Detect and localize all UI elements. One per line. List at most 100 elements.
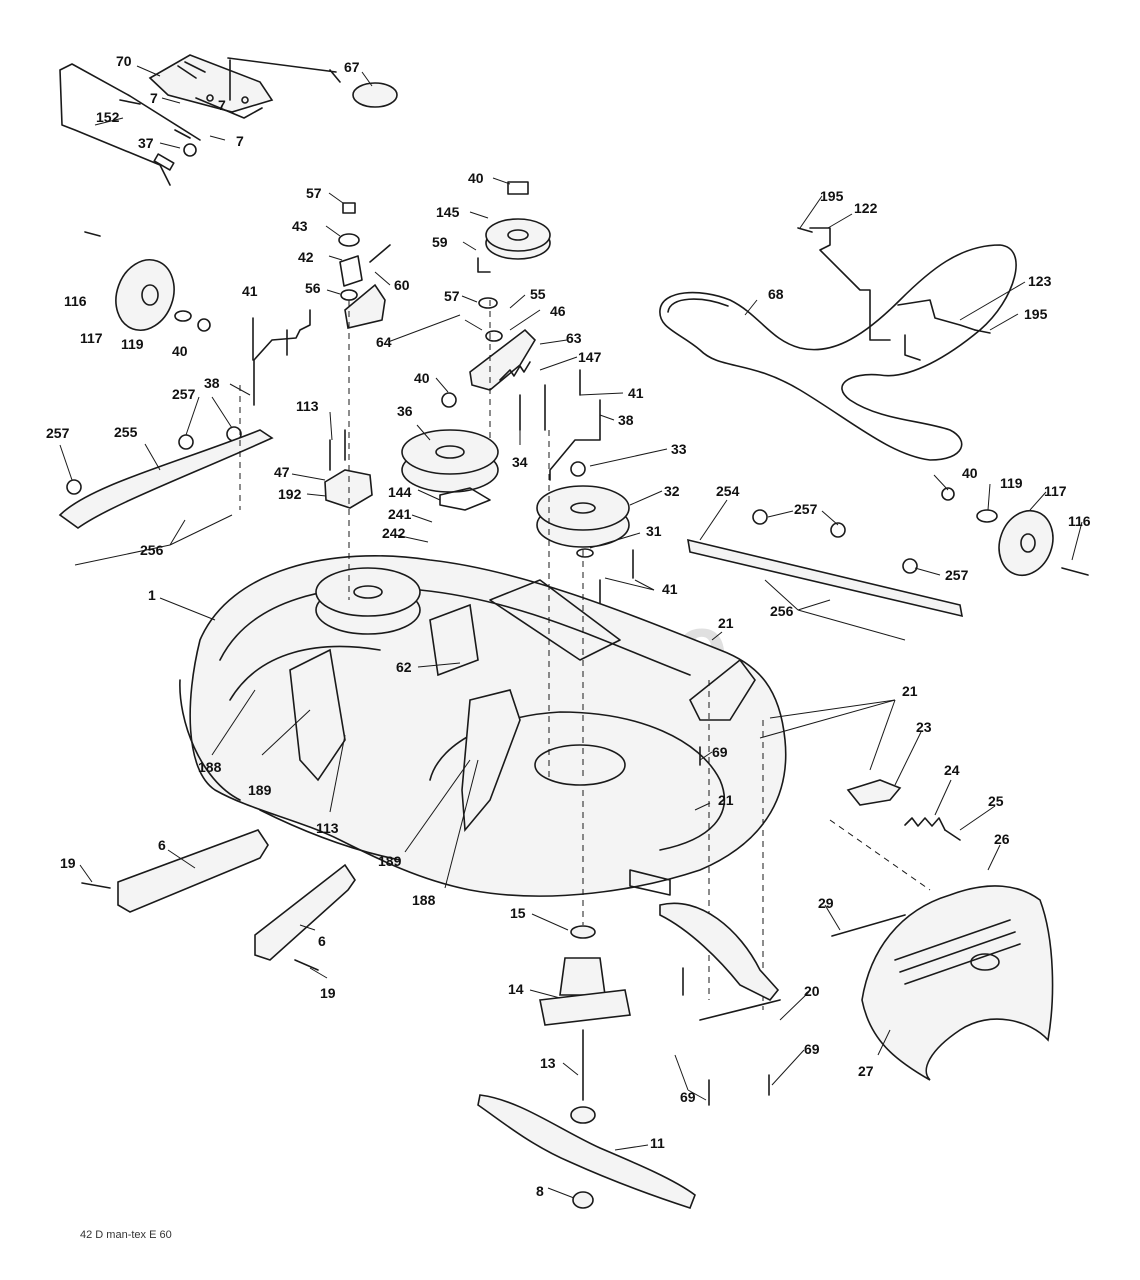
label-152: 152	[96, 109, 120, 125]
rail-255	[58, 429, 274, 529]
lift-bracket-assembly	[148, 54, 341, 119]
label-119-a: 119	[121, 336, 144, 352]
rod-25	[944, 829, 961, 841]
bolt-19-upper	[81, 882, 111, 889]
label-42: 42	[298, 249, 314, 265]
label-7-b: 7	[218, 97, 226, 113]
bolt-group	[252, 317, 634, 606]
label-188-a: 188	[198, 759, 222, 775]
label-41-b: 41	[628, 385, 644, 401]
label-56-a: 56	[305, 280, 321, 296]
label-40-c: 40	[414, 370, 430, 386]
label-29: 29	[818, 895, 834, 911]
label-38-a: 38	[204, 375, 220, 391]
label-23: 23	[916, 719, 932, 735]
label-38-b: 38	[618, 412, 634, 428]
label-195-a: 195	[820, 188, 844, 204]
label-62: 62	[396, 659, 412, 675]
discharge-chute-27	[861, 885, 1054, 1081]
label-67: 67	[344, 59, 360, 75]
label-32: 32	[664, 483, 680, 499]
label-119-b: 119	[1000, 475, 1023, 491]
label-257-c: 257	[794, 501, 818, 517]
label-41-a: 41	[242, 283, 258, 299]
label-60: 60	[394, 277, 410, 293]
label-26: 26	[994, 831, 1010, 847]
rod-38-left	[253, 309, 311, 406]
label-1: 1	[148, 587, 156, 603]
bolt-8	[572, 1191, 594, 1209]
bracket-60-assembly	[338, 202, 391, 329]
label-7-a: 7	[150, 90, 158, 106]
deck-bracket-right	[461, 689, 521, 833]
part-labels: 70 67 7 7 152 7 37 57 43 40 145 42 60 59…	[46, 53, 1091, 1199]
label-70: 70	[116, 53, 132, 69]
label-257-d: 257	[945, 567, 969, 583]
label-257-b: 257	[46, 425, 70, 441]
label-116-b: 116	[1068, 513, 1091, 529]
label-34: 34	[512, 454, 528, 470]
spring-24	[904, 817, 946, 831]
label-46: 46	[550, 303, 566, 319]
leader-lines	[59, 65, 1083, 1199]
label-257-a: 257	[172, 386, 196, 402]
label-6-a: 6	[158, 837, 166, 853]
label-21-b: 21	[902, 683, 918, 699]
nut-37	[183, 143, 197, 157]
label-43: 43	[292, 218, 308, 234]
belt-guide-122	[797, 227, 991, 361]
label-117-a: 117	[80, 330, 103, 346]
label-20: 20	[804, 983, 820, 999]
label-40-b: 40	[172, 343, 188, 359]
arm-20-link	[699, 999, 781, 1021]
footer-code: 42 D man-tex E 60	[80, 1229, 172, 1241]
label-116-a: 116	[64, 293, 87, 309]
pulley-36	[401, 429, 499, 511]
idler-arm-63	[469, 257, 537, 391]
lift-cable-152	[59, 63, 201, 186]
rod-38-right	[549, 399, 601, 481]
deck-bracket-62	[429, 579, 621, 677]
pulley-32	[536, 485, 630, 558]
bracket-23	[846, 779, 902, 806]
label-27: 27	[858, 1063, 874, 1079]
label-145: 145	[436, 204, 460, 220]
deck-bracket-left	[289, 648, 346, 782]
label-21-a: 21	[718, 615, 734, 631]
label-8: 8	[536, 1183, 544, 1199]
arm-6-upper	[117, 829, 269, 913]
label-147: 147	[578, 349, 602, 365]
label-144: 144	[388, 484, 412, 500]
label-40-a: 40	[468, 170, 484, 186]
label-57-a: 57	[306, 185, 322, 201]
label-55: 55	[530, 286, 546, 302]
spindle-assembly	[539, 925, 631, 1124]
label-69-b: 69	[804, 1041, 820, 1057]
label-254: 254	[716, 483, 740, 499]
label-6-b: 6	[318, 933, 326, 949]
arm-20	[659, 902, 780, 1002]
label-19-a: 19	[60, 855, 76, 871]
drive-belt-68	[659, 244, 1017, 461]
label-40-d: 40	[962, 465, 978, 481]
label-242: 242	[382, 525, 406, 541]
rod-29	[831, 914, 906, 937]
label-36: 36	[397, 403, 413, 419]
label-59: 59	[432, 234, 448, 250]
label-37: 37	[138, 135, 154, 151]
label-192: 192	[278, 486, 302, 502]
label-123: 123	[1028, 273, 1052, 289]
knob-67	[352, 82, 398, 108]
label-69-a: 69	[712, 744, 728, 760]
bolt-19-lower	[294, 959, 319, 971]
label-241: 241	[388, 506, 412, 522]
label-33: 33	[671, 441, 687, 457]
label-122: 122	[854, 200, 878, 216]
label-64: 64	[376, 334, 392, 350]
label-14: 14	[508, 981, 524, 997]
label-117-b: 117	[1044, 483, 1067, 499]
label-25: 25	[988, 793, 1004, 809]
label-13: 13	[540, 1055, 556, 1071]
arm-6-lower	[254, 863, 356, 961]
